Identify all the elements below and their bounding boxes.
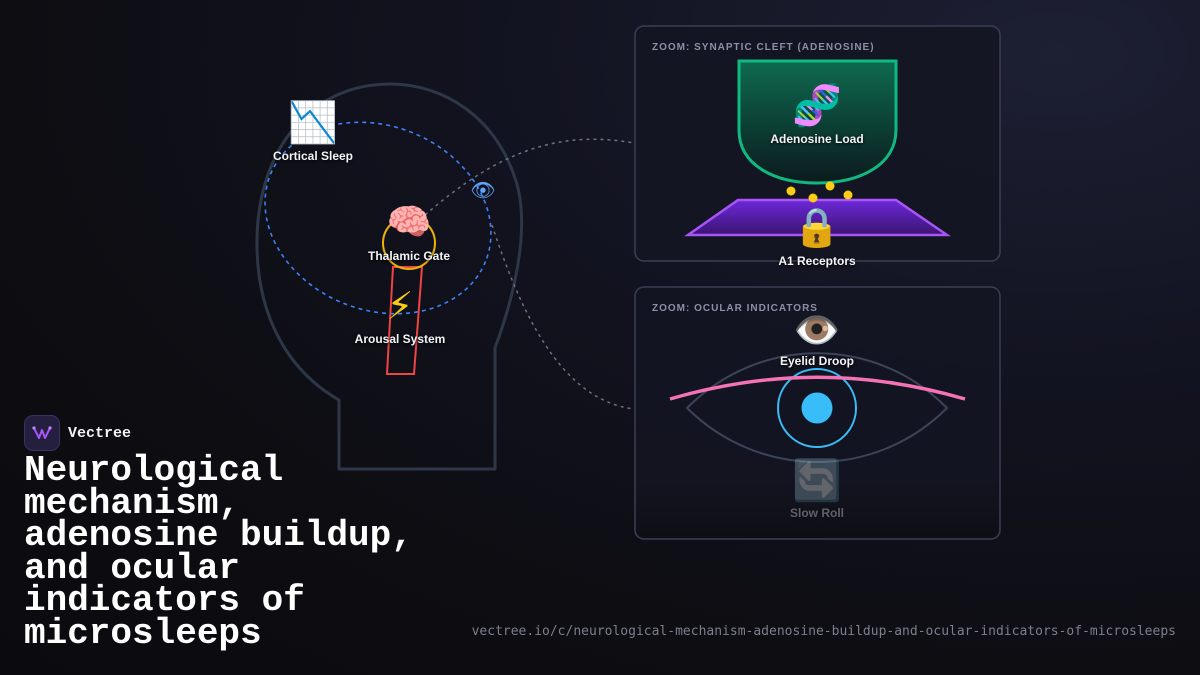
lightning-icon: ⚡ [386,284,414,328]
lock-icon: 🔒 [793,205,841,249]
head-silhouette [255,82,524,471]
thalamic-gate-ring [382,216,436,270]
rotate-arrows-icon: 🔄 [792,458,842,504]
panel-ocular-title: ZOOM: OCULAR INDICATORS [652,303,818,314]
slow-roll-label: Slow Roll [790,506,844,520]
arousal-column [385,266,424,375]
dna-icon: 🧬 [792,83,842,129]
eye-icon: 👁 [470,178,496,202]
brand-name: Vectree [68,424,132,442]
eye-icon: 👁️ [793,308,841,352]
a1-receptor-platform [684,198,952,237]
cortex-dashed-ellipse [264,121,492,315]
connector-ocular [491,224,635,410]
cortical-sleep-label: Cortical Sleep [272,149,354,163]
page-title: Neurological mechanism, adenosine buildu… [24,450,413,654]
adenosine-molecule [786,186,796,196]
panel-synaptic-title: ZOOM: SYNAPTIC CLEFT (ADENOSINE) [652,42,875,53]
brain-icon: 🧠 [386,202,432,243]
thalamic-gate-label: Thalamic Gate [367,249,451,263]
adenosine-vesicle [737,59,898,185]
adenosine-load-label: Adenosine Load [770,132,864,146]
eyelid-droop-label: Eyelid Droop [779,354,855,368]
adenosine-molecule [843,190,853,200]
panel-ocular-fade [636,288,999,538]
adenosine-molecule [825,181,835,191]
arousal-system-label: Arousal System [354,332,446,346]
adenosine-molecule [808,193,818,203]
brand: Vectree [24,415,131,451]
vectree-logo-icon [24,415,60,451]
source-url: vectree.io/c/neurological-mechanism-aden… [471,624,1176,639]
chart-decreasing-icon: 📉 [288,100,338,146]
connector-synaptic [424,138,635,216]
a1-receptors-label: A1 Receptors [778,254,856,268]
